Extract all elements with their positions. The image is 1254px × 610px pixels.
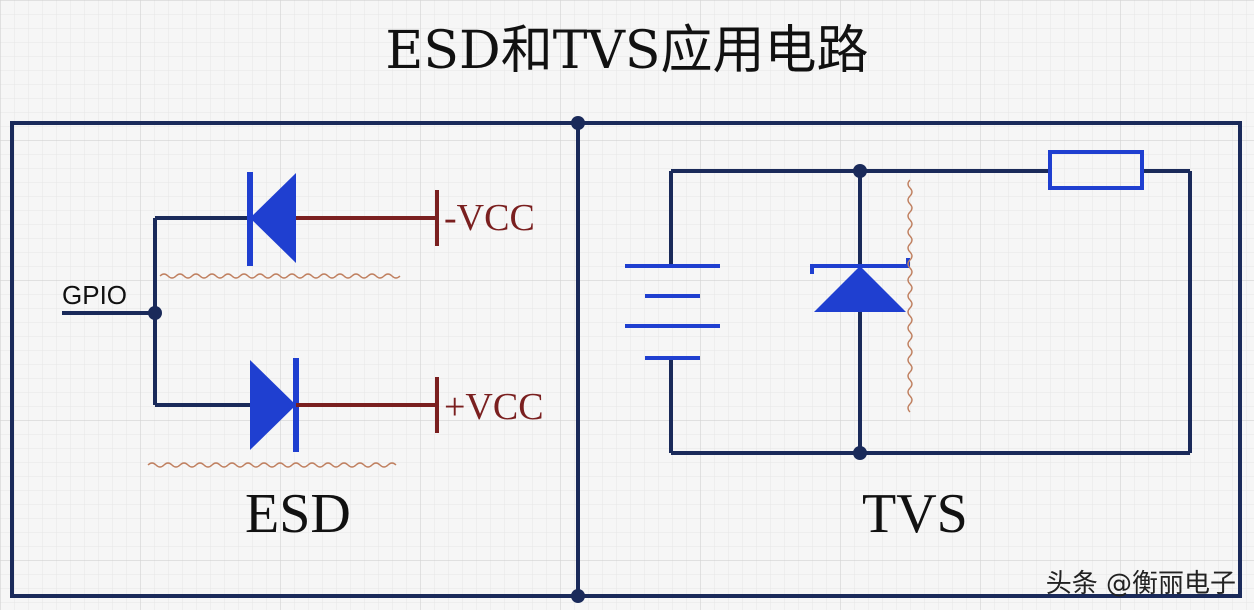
tvs-squiggle xyxy=(907,179,913,413)
page-title: ESD和TVS应用电路 xyxy=(385,21,869,81)
watermark-text: 头条 @衡丽电子 xyxy=(1045,569,1236,599)
circuit-frame xyxy=(10,121,1242,598)
esd-section-label: ESD xyxy=(245,483,351,545)
tvs-junctions xyxy=(853,164,867,460)
tvs-section-label: TVS xyxy=(862,483,968,545)
battery xyxy=(625,264,720,360)
resistor xyxy=(1048,150,1144,190)
supply-wires xyxy=(296,190,439,433)
esd-top-diode xyxy=(247,172,296,266)
negative-vcc-label: -VCC xyxy=(444,197,535,239)
positive-vcc-label: +VCC xyxy=(444,386,544,428)
frame-junctions xyxy=(571,116,585,603)
esd-squiggles xyxy=(147,273,401,468)
gpio-label: GPIO xyxy=(62,280,128,310)
gpio-junction xyxy=(148,306,162,320)
